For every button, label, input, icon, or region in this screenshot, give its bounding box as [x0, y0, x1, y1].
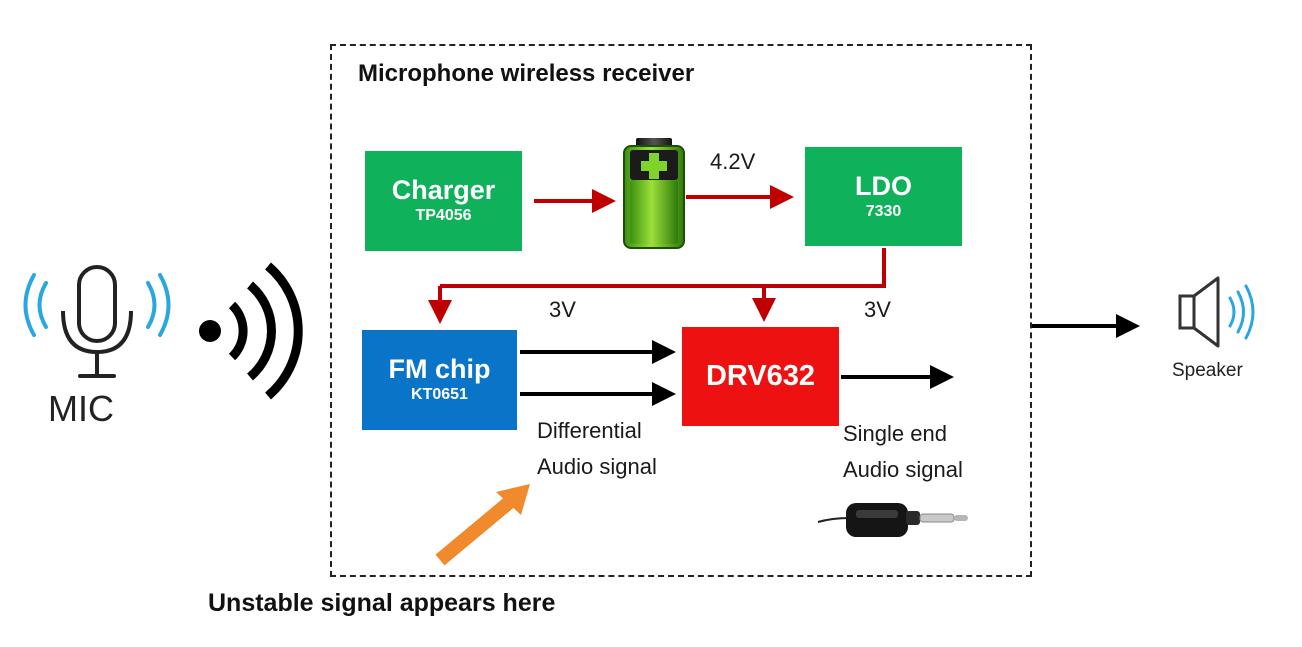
receiver-frame — [330, 44, 1032, 577]
microphone-icon — [23, 265, 171, 378]
unstable-signal-annotation: Unstable signal appears here — [208, 589, 556, 617]
battery-icon — [623, 138, 685, 249]
rail-voltage-left-label: 3V — [549, 297, 576, 322]
charger-part: TP4056 — [415, 207, 472, 225]
single-end-signal-label: Single end Audio signal — [843, 416, 963, 488]
single-end-line-2: Audio signal — [843, 457, 963, 482]
frame-title: Microphone wireless receiver — [358, 60, 695, 87]
drv-block: DRV632 — [682, 327, 839, 426]
drv-name: DRV632 — [705, 359, 816, 392]
differential-line-1: Differential — [537, 418, 642, 443]
fm-chip-name: FM chip — [388, 354, 491, 385]
ldo-rail-line — [440, 248, 886, 288]
wireless-receiver-device-icon — [817, 503, 968, 537]
charger-block: Charger TP4056 — [365, 151, 522, 251]
battery-voltage-label: 4.2V — [710, 149, 756, 174]
fm-chip-part: KT0651 — [411, 386, 468, 404]
speaker-label: Speaker — [1172, 360, 1243, 381]
ldo-block: LDO 7330 — [805, 147, 962, 246]
speaker-icon — [1178, 276, 1255, 348]
wireless-signal-icon — [199, 262, 303, 400]
mic-label: MIC — [48, 388, 114, 429]
unstable-signal-pointer-arrow — [435, 484, 530, 566]
fm-chip-block: FM chip KT0651 — [362, 330, 517, 430]
ldo-part: 7330 — [865, 202, 902, 220]
single-end-line-1: Single end — [843, 421, 947, 446]
rail-voltage-right-label: 3V — [864, 297, 891, 322]
differential-signal-label: Differential Audio signal — [537, 413, 657, 485]
differential-line-2: Audio signal — [537, 454, 657, 479]
charger-name: Charger — [391, 175, 496, 206]
ldo-name: LDO — [855, 170, 912, 201]
